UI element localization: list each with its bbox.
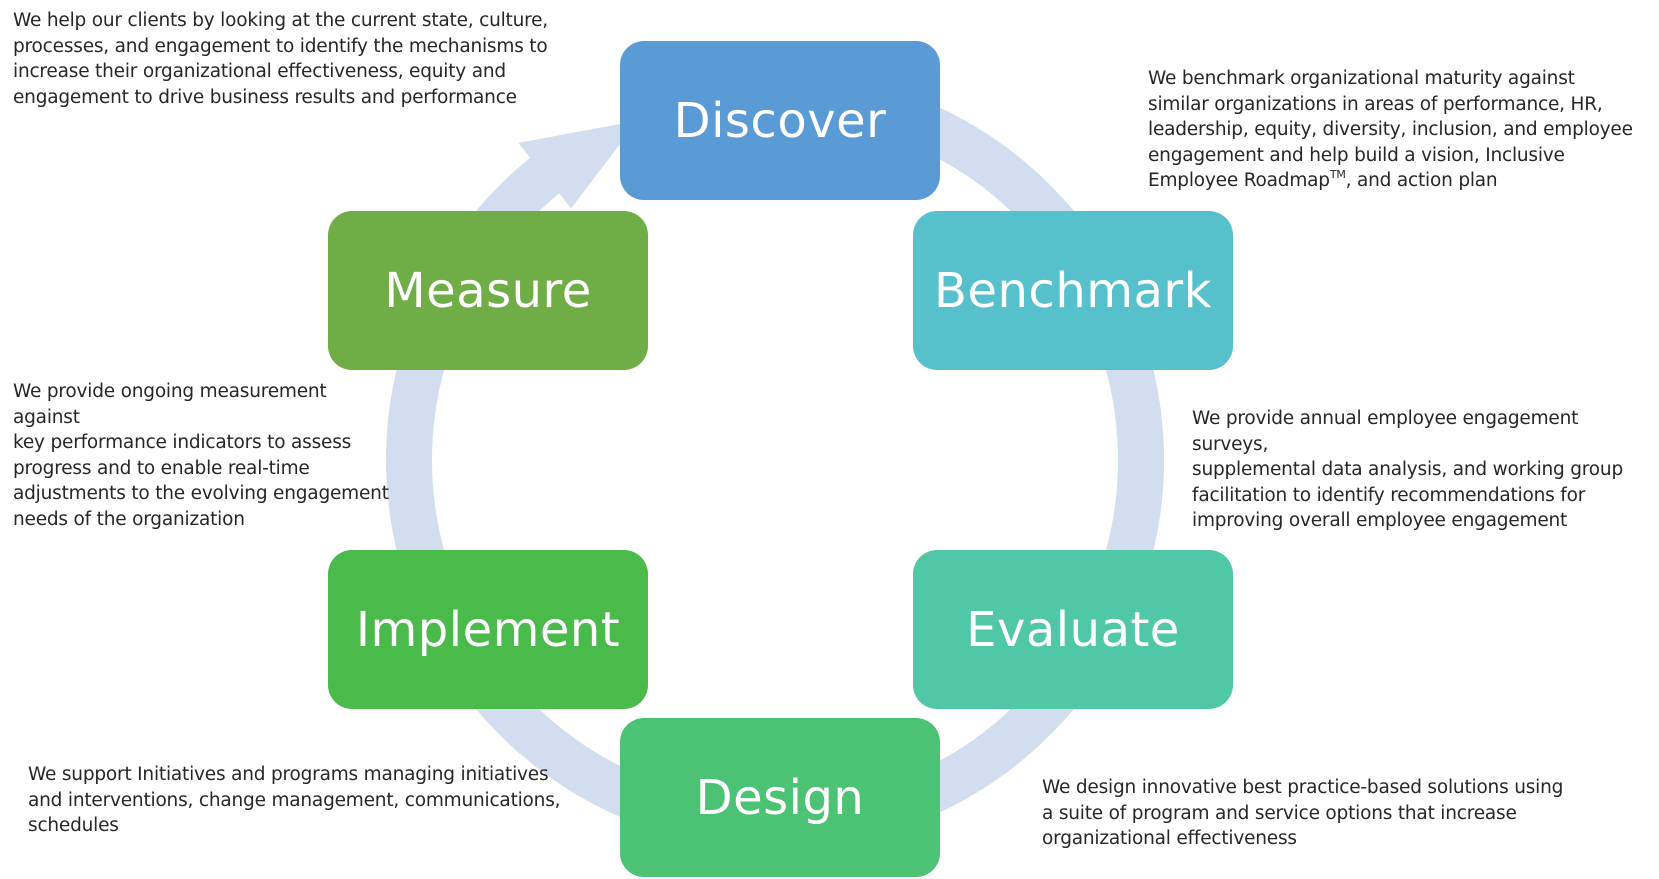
cycle-arrow-head — [518, 120, 638, 209]
trademark-mark: TM — [1329, 168, 1346, 181]
stage-implement: Implement — [328, 550, 648, 709]
description-benchmark-text: We benchmark organizational maturity aga… — [1148, 68, 1633, 191]
description-benchmark: We benchmark organizational maturity aga… — [1148, 66, 1648, 194]
stage-label-implement: Implement — [355, 601, 621, 658]
stage-benchmark: Benchmark — [913, 211, 1233, 370]
description-measure: We provide ongoing measurement against k… — [13, 381, 389, 530]
description-benchmark-tail: , and action plan — [1345, 170, 1498, 191]
description-design: We design innovative best practice-based… — [1042, 777, 1564, 849]
stage-label-benchmark: Benchmark — [934, 262, 1212, 319]
description-evaluate: We provide annual employee engagement su… — [1192, 408, 1623, 531]
stage-measure: Measure — [328, 211, 648, 370]
stage-discover: Discover — [620, 41, 940, 200]
stage-label-design: Design — [695, 769, 865, 826]
stage-label-measure: Measure — [384, 262, 592, 319]
description-discover: We help our clients by looking at the cu… — [13, 10, 548, 108]
stage-label-evaluate: Evaluate — [966, 601, 1180, 658]
stage-design: Design — [620, 718, 940, 877]
stage-evaluate: Evaluate — [913, 550, 1233, 709]
stage-label-discover: Discover — [673, 92, 887, 149]
description-implement: We support Initiatives and programs mana… — [28, 764, 561, 836]
cycle-arrow-arc — [386, 73, 1164, 849]
